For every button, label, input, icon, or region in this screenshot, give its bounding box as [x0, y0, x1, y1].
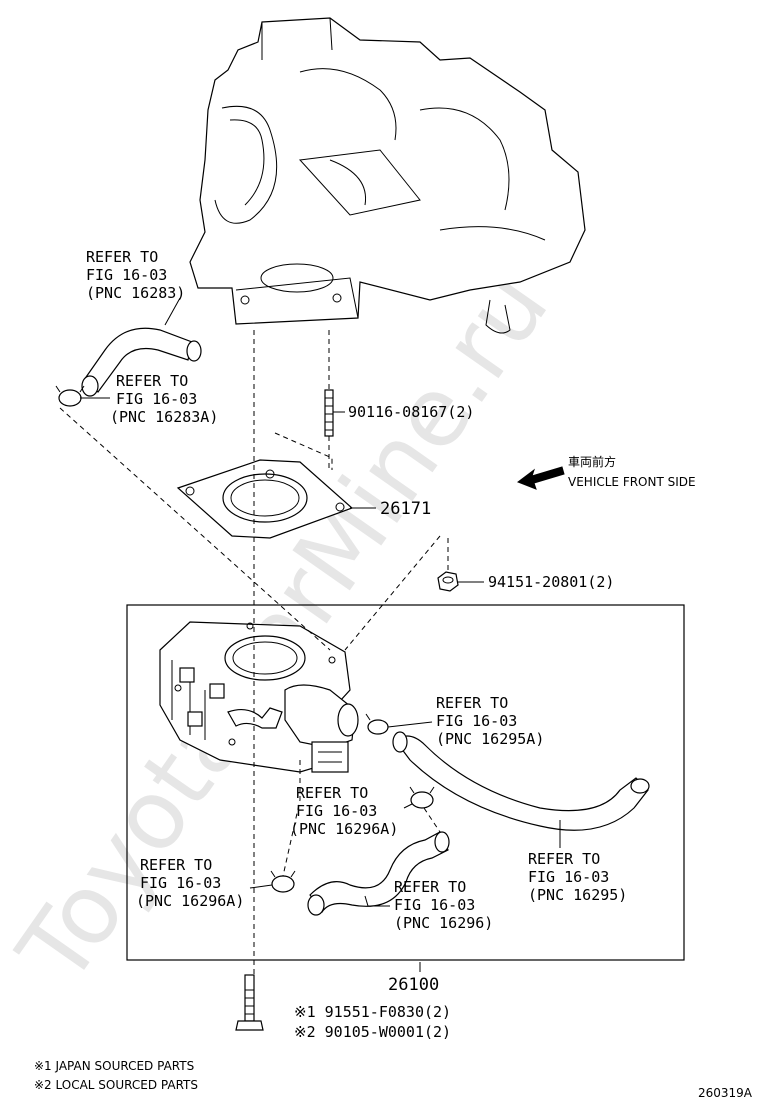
label-pnc16295a-line3: (PNC 16295A): [436, 730, 544, 748]
label-pnc16283-line3: (PNC 16283): [86, 284, 185, 302]
clamp-16295a: [365, 713, 389, 735]
label-pnc16296-line2: FIG 16-03: [394, 896, 475, 914]
figure-id: 260319A: [698, 1086, 753, 1100]
label-pnc16283a-line1: REFER TO: [116, 372, 188, 390]
label-pnc16296a-lower-line3: (PNC 16296A): [136, 892, 244, 910]
alignment-lines: [59, 330, 449, 975]
vehicle-front-arrow: [516, 466, 565, 490]
label-pnc16283-line1: REFER TO: [86, 248, 158, 266]
label-direction-jp: 車両前方: [568, 454, 616, 469]
label-bolt-japan: ※1 91551-F0830(2): [294, 1003, 451, 1021]
label-pnc16295-line3: (PNC 16295): [528, 886, 627, 904]
label-pnc16283-line2: FIG 16-03: [86, 266, 167, 284]
intake-manifold-drawing: [189, 17, 586, 334]
leader-lines: [80, 297, 561, 972]
label-pnc16296-line3: (PNC 16296): [394, 914, 493, 932]
label-nut-part-number: 94151-20801(2): [488, 573, 614, 591]
throttle-body-drawing: [159, 621, 359, 773]
label-direction-en: VEHICLE FRONT SIDE: [568, 475, 696, 489]
flange-nut: [437, 571, 459, 592]
label-pnc16295a-line2: FIG 16-03: [436, 712, 517, 730]
note-japan-sourced: ※1 JAPAN SOURCED PARTS: [34, 1059, 194, 1073]
label-pnc16283a-line3: (PNC 16283A): [110, 408, 218, 426]
hose-16283: [81, 327, 202, 397]
label-pnc16295-line2: FIG 16-03: [528, 868, 609, 886]
label-gasket-part-number: 26171: [380, 499, 431, 519]
clamp-16296a-lower: [270, 870, 296, 893]
label-pnc16283a-line2: FIG 16-03: [116, 390, 197, 408]
label-pnc16296-line1: REFER TO: [394, 878, 466, 896]
label-bolt-local: ※2 90105-W0001(2): [294, 1023, 451, 1041]
label-pnc16296a-upper-line3: (PNC 16296A): [290, 820, 398, 838]
throttle-body-group-frame: [126, 604, 685, 961]
hose-16295: [392, 731, 650, 831]
label-pnc16296a-upper-line2: FIG 16-03: [296, 802, 377, 820]
label-pnc16296a-upper-line1: REFER TO: [296, 784, 368, 802]
label-pnc16295-line1: REFER TO: [528, 850, 600, 868]
label-throttle-body-part-number: 26100: [388, 975, 439, 995]
label-pnc16295a-line1: REFER TO: [436, 694, 508, 712]
clamp-16296a-upper: [409, 786, 435, 809]
note-local-sourced: ※2 LOCAL SOURCED PARTS: [34, 1078, 198, 1092]
label-pnc16296a-lower-line2: FIG 16-03: [140, 874, 221, 892]
stud-bolt: [324, 389, 334, 437]
label-stud-part-number: 90116-08167(2): [348, 403, 474, 421]
flange-bolt: [235, 974, 264, 1031]
clamp-16283a: [55, 385, 85, 407]
label-pnc16296a-lower-line1: REFER TO: [140, 856, 212, 874]
hose-16296: [307, 831, 450, 916]
